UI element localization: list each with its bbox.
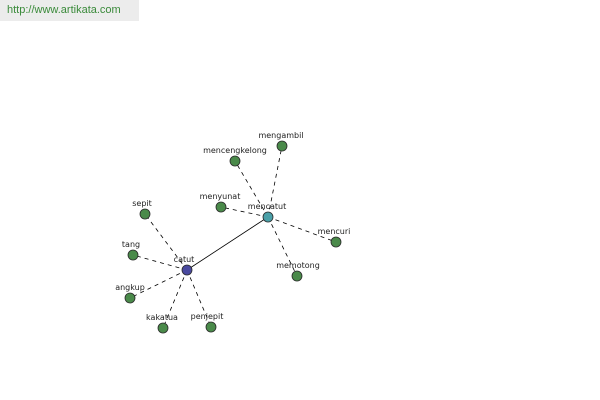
node-catut[interactable]: [181, 264, 193, 276]
node-label-menyunat[interactable]: menyunat: [200, 192, 241, 201]
node-label-penjepit[interactable]: penjepit: [191, 312, 224, 321]
node-penjepit[interactable]: [205, 321, 217, 333]
node-mencatut[interactable]: [262, 211, 274, 223]
edge-mencatut-mencengkelong: [234, 160, 269, 218]
edges-layer: [129, 145, 337, 329]
edge-catut-kakatua: [162, 269, 188, 329]
node-mengambil[interactable]: [276, 140, 288, 152]
node-label-angkup[interactable]: angkup: [115, 283, 145, 292]
node-label-catut[interactable]: catut: [174, 255, 195, 264]
node-label-mengambil[interactable]: mengambil: [258, 131, 303, 140]
site-url-link[interactable]: http://www.artikata.com: [7, 4, 121, 16]
edge-catut-angkup: [129, 269, 188, 299]
node-angkup[interactable]: [124, 292, 136, 304]
edge-catut-tang: [132, 254, 188, 271]
edge-catut-penjepit: [186, 269, 212, 328]
node-kakatua[interactable]: [157, 322, 169, 334]
node-tang[interactable]: [127, 249, 139, 261]
labels-layer: catut mencatut sepit tang angkup kakatua penje…: [115, 131, 350, 322]
node-menyunat[interactable]: [215, 201, 227, 213]
node-memotong[interactable]: [291, 270, 303, 282]
node-label-memotong[interactable]: memotong: [276, 261, 320, 270]
node-label-tang[interactable]: tang: [122, 240, 140, 249]
node-sepit[interactable]: [139, 208, 151, 220]
node-label-mencuri[interactable]: mencuri: [318, 227, 351, 236]
node-label-kakatua[interactable]: kakatua: [146, 313, 178, 322]
node-label-sepit[interactable]: sepit: [132, 199, 152, 208]
site-banner: http://www.artikata.com: [0, 0, 139, 21]
edge-catut-sepit: [144, 213, 188, 271]
node-mencuri[interactable]: [330, 236, 342, 248]
node-label-mencengkelong[interactable]: mencengkelong: [203, 146, 267, 155]
node-label-mencatut[interactable]: mencatut: [248, 202, 286, 211]
edge-catut-mencatut: [186, 216, 269, 271]
node-mencengkelong[interactable]: [229, 155, 241, 167]
edge-mencatut-menyunat: [220, 206, 269, 218]
edge-mencatut-memotong: [267, 216, 298, 277]
nodes-layer: [124, 140, 342, 334]
